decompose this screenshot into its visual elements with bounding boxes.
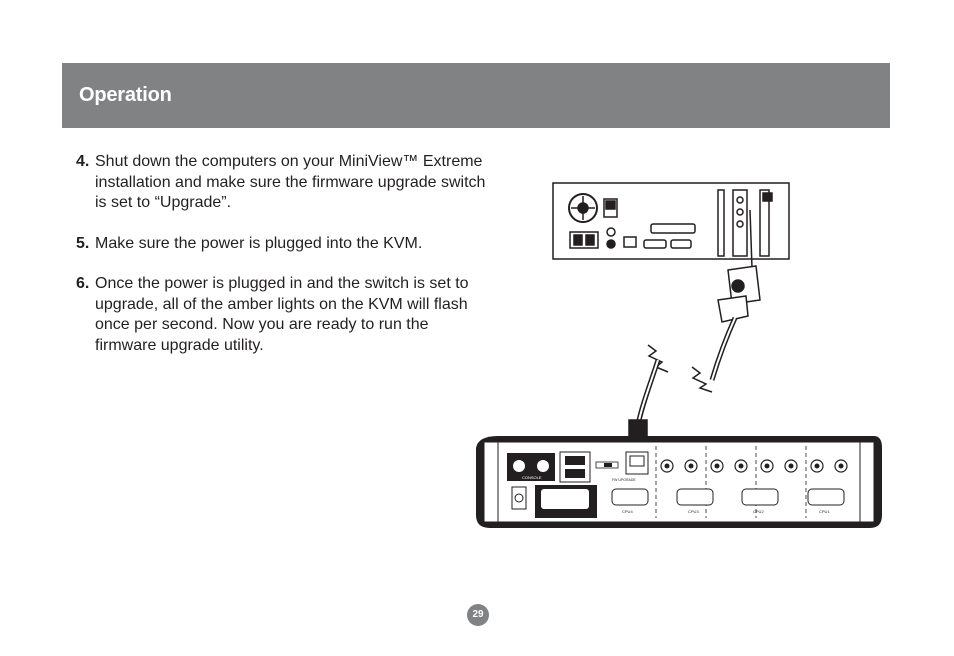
cpu4-label: CPU4 xyxy=(622,509,633,514)
kvm-connection-illustration: CONSOLE FW UPGRADE xyxy=(476,182,882,528)
step-number: 6. xyxy=(76,275,90,292)
step-4: 4. Shut down the computers on your MiniV… xyxy=(76,152,486,214)
fw-upgrade-label: FW UPGRADE xyxy=(612,478,636,482)
kvm-unit: CONSOLE FW UPGRADE xyxy=(476,436,882,528)
step-text: Make sure the power is plugged into the … xyxy=(95,234,423,252)
step-6: 6. Once the power is plugged in and the … xyxy=(76,274,486,356)
section-title: Operation xyxy=(79,84,172,106)
step-text: Shut down the computers on your MiniView… xyxy=(95,153,486,211)
step-5: 5. Make sure the power is plugged into t… xyxy=(76,234,486,255)
vga-cable-connector xyxy=(691,209,761,393)
step-number: 5. xyxy=(76,234,90,252)
console-label: CONSOLE xyxy=(522,475,542,480)
step-text: Once the power is plugged in and the swi… xyxy=(95,275,469,354)
section-header: Operation xyxy=(62,63,890,128)
kvm-cable xyxy=(628,344,669,438)
cpu3-label: CPU3 xyxy=(688,509,699,514)
computer-back-panel xyxy=(552,182,790,260)
page-number: 29 xyxy=(467,604,489,626)
instruction-steps: 4. Shut down the computers on your MiniV… xyxy=(76,152,486,376)
cpu2-label: CPU2 xyxy=(753,509,764,514)
cpu1-label: CPU1 xyxy=(819,509,830,514)
step-number: 4. xyxy=(76,153,90,170)
